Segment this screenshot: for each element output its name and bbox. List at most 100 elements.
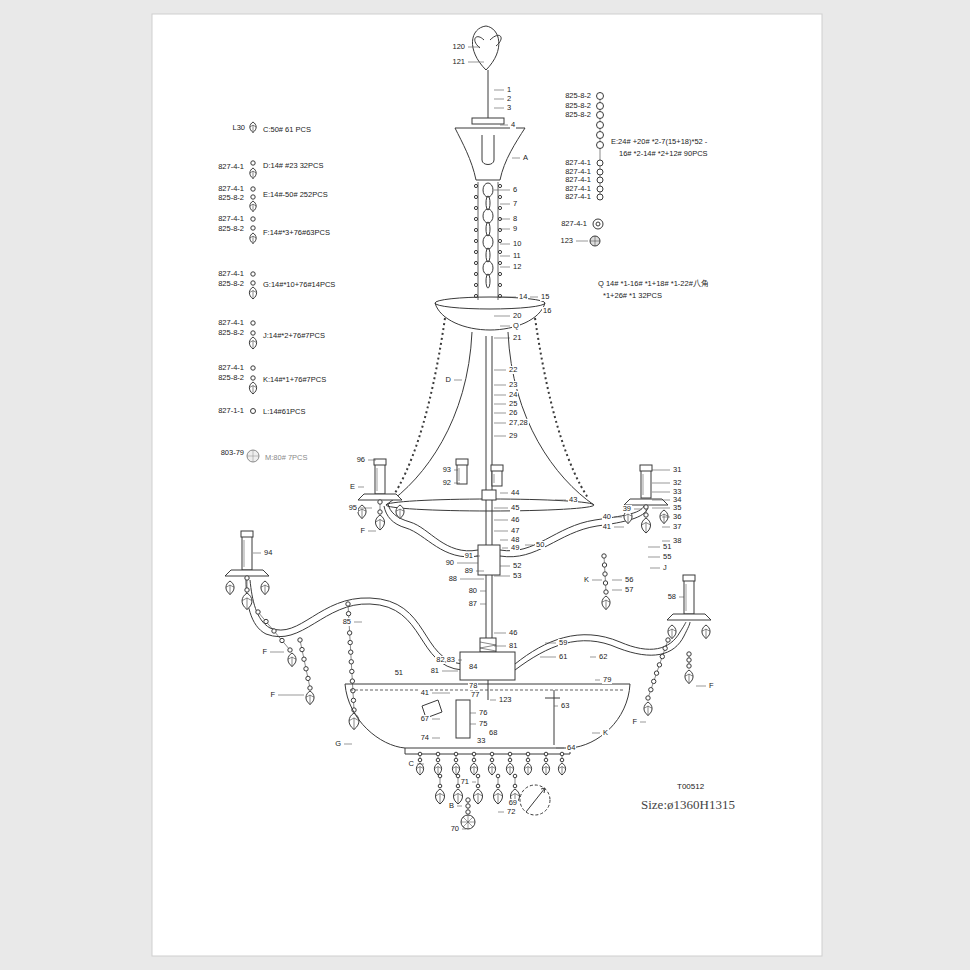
- callout-number: 91: [464, 552, 474, 560]
- candle-sleeve: [242, 534, 252, 570]
- callout-number: 76: [478, 709, 488, 717]
- leader-line: [468, 62, 484, 63]
- leader-line: [360, 508, 372, 509]
- leader-line: [595, 680, 600, 681]
- octagon-bead: [597, 142, 604, 149]
- callout-number: 121: [451, 58, 466, 66]
- callout-number: 3: [506, 104, 512, 112]
- callout-number: 34: [672, 496, 682, 504]
- callout-number: 48: [510, 536, 520, 544]
- bead: [490, 758, 494, 762]
- bead: [644, 505, 648, 509]
- candle-line: [643, 474, 644, 495]
- bead: [560, 758, 564, 762]
- bead: [687, 658, 691, 662]
- callout-number: 45: [510, 504, 520, 512]
- callout-number: 9: [512, 225, 518, 233]
- spring: [480, 642, 496, 651]
- canopy-loop: [482, 135, 494, 165]
- lamp-socket: [640, 465, 652, 471]
- bead-festoon: [535, 318, 588, 498]
- callout-number: K: [602, 729, 609, 737]
- bead: [251, 187, 255, 191]
- crystal-facet: [624, 514, 632, 523]
- callout-number: 38: [672, 537, 682, 545]
- leader-line: [590, 657, 596, 658]
- crystal-facet: [474, 794, 483, 805]
- leader-line: [498, 812, 504, 813]
- crystal-facet: [642, 523, 651, 534]
- leader-line: [494, 508, 508, 509]
- crystal-drop: [396, 505, 404, 519]
- leader-line: [662, 517, 670, 518]
- leader-line: [652, 470, 670, 471]
- crystal-drop: [242, 593, 252, 610]
- crystal-drop: [488, 763, 495, 775]
- bead: [350, 669, 354, 673]
- callout-number: 89: [464, 567, 474, 575]
- leader-line: [652, 483, 670, 484]
- callout-number: 80: [468, 587, 478, 595]
- leader-line: [494, 423, 506, 424]
- bobeche: [358, 494, 402, 500]
- bead: [349, 660, 353, 664]
- callout-number: 79: [602, 676, 612, 684]
- crystal-facet: [226, 585, 234, 594]
- crystal-facet: [396, 509, 404, 518]
- rosette-line: [590, 236, 600, 246]
- crystal-drop: [668, 625, 676, 639]
- chain-link: [486, 248, 490, 262]
- leader-line: [462, 829, 466, 830]
- callout-number: 26: [508, 409, 518, 417]
- crystal-facet: [434, 767, 441, 775]
- bowl-rod: [488, 680, 489, 700]
- callout-number: F: [359, 527, 366, 535]
- leader-line: [614, 527, 624, 528]
- crystal-facet: [242, 598, 252, 610]
- callout-number: 24: [508, 391, 518, 399]
- crystal-facet: [250, 236, 256, 243]
- crystal-facet: [494, 794, 503, 805]
- bead: [652, 679, 656, 683]
- leader-line: [432, 693, 450, 694]
- leader-line: [555, 500, 566, 501]
- arm: [246, 580, 462, 670]
- bead: [544, 752, 548, 756]
- bead: [687, 664, 691, 668]
- callout-number: 8: [512, 215, 518, 223]
- bead: [251, 366, 255, 370]
- crystal-facet: [452, 767, 459, 775]
- detail-circle: [520, 785, 550, 815]
- leader-line: [278, 695, 304, 696]
- bead: [474, 206, 477, 209]
- crystal-spec: L:14#61PCS: [262, 408, 307, 416]
- callout-number: 68: [488, 729, 498, 737]
- bowl-socket: [456, 700, 470, 738]
- callout-number: 46: [508, 629, 518, 637]
- leader-line: [500, 493, 508, 494]
- callout-number: K: [583, 576, 590, 584]
- callout-number: 11: [512, 252, 522, 260]
- leader-line: [500, 219, 510, 220]
- crystal-spec: E:14#-50# 252PCS: [262, 191, 329, 199]
- callout-number: 61: [558, 653, 568, 661]
- callout-number: 31: [672, 466, 682, 474]
- leader-line: [494, 99, 504, 100]
- leader-line: [358, 487, 364, 488]
- part-code: 827-4-1: [217, 185, 245, 193]
- leader-line: [253, 553, 261, 554]
- part-code: 825-8-2: [217, 374, 245, 382]
- bead: [436, 758, 440, 762]
- rod: [488, 70, 489, 118]
- leader-line: [648, 547, 660, 548]
- crystal-drop: [249, 337, 256, 349]
- leader-line: [344, 744, 352, 745]
- callout-number: 23: [508, 381, 518, 389]
- ball-facet: [461, 815, 475, 829]
- octagon-bead: [597, 132, 604, 139]
- callout-number: 47: [510, 527, 520, 535]
- cone-side: [508, 332, 594, 505]
- crystal-drop: [558, 763, 565, 775]
- leader-line: [476, 571, 484, 572]
- leader-line: [494, 108, 504, 109]
